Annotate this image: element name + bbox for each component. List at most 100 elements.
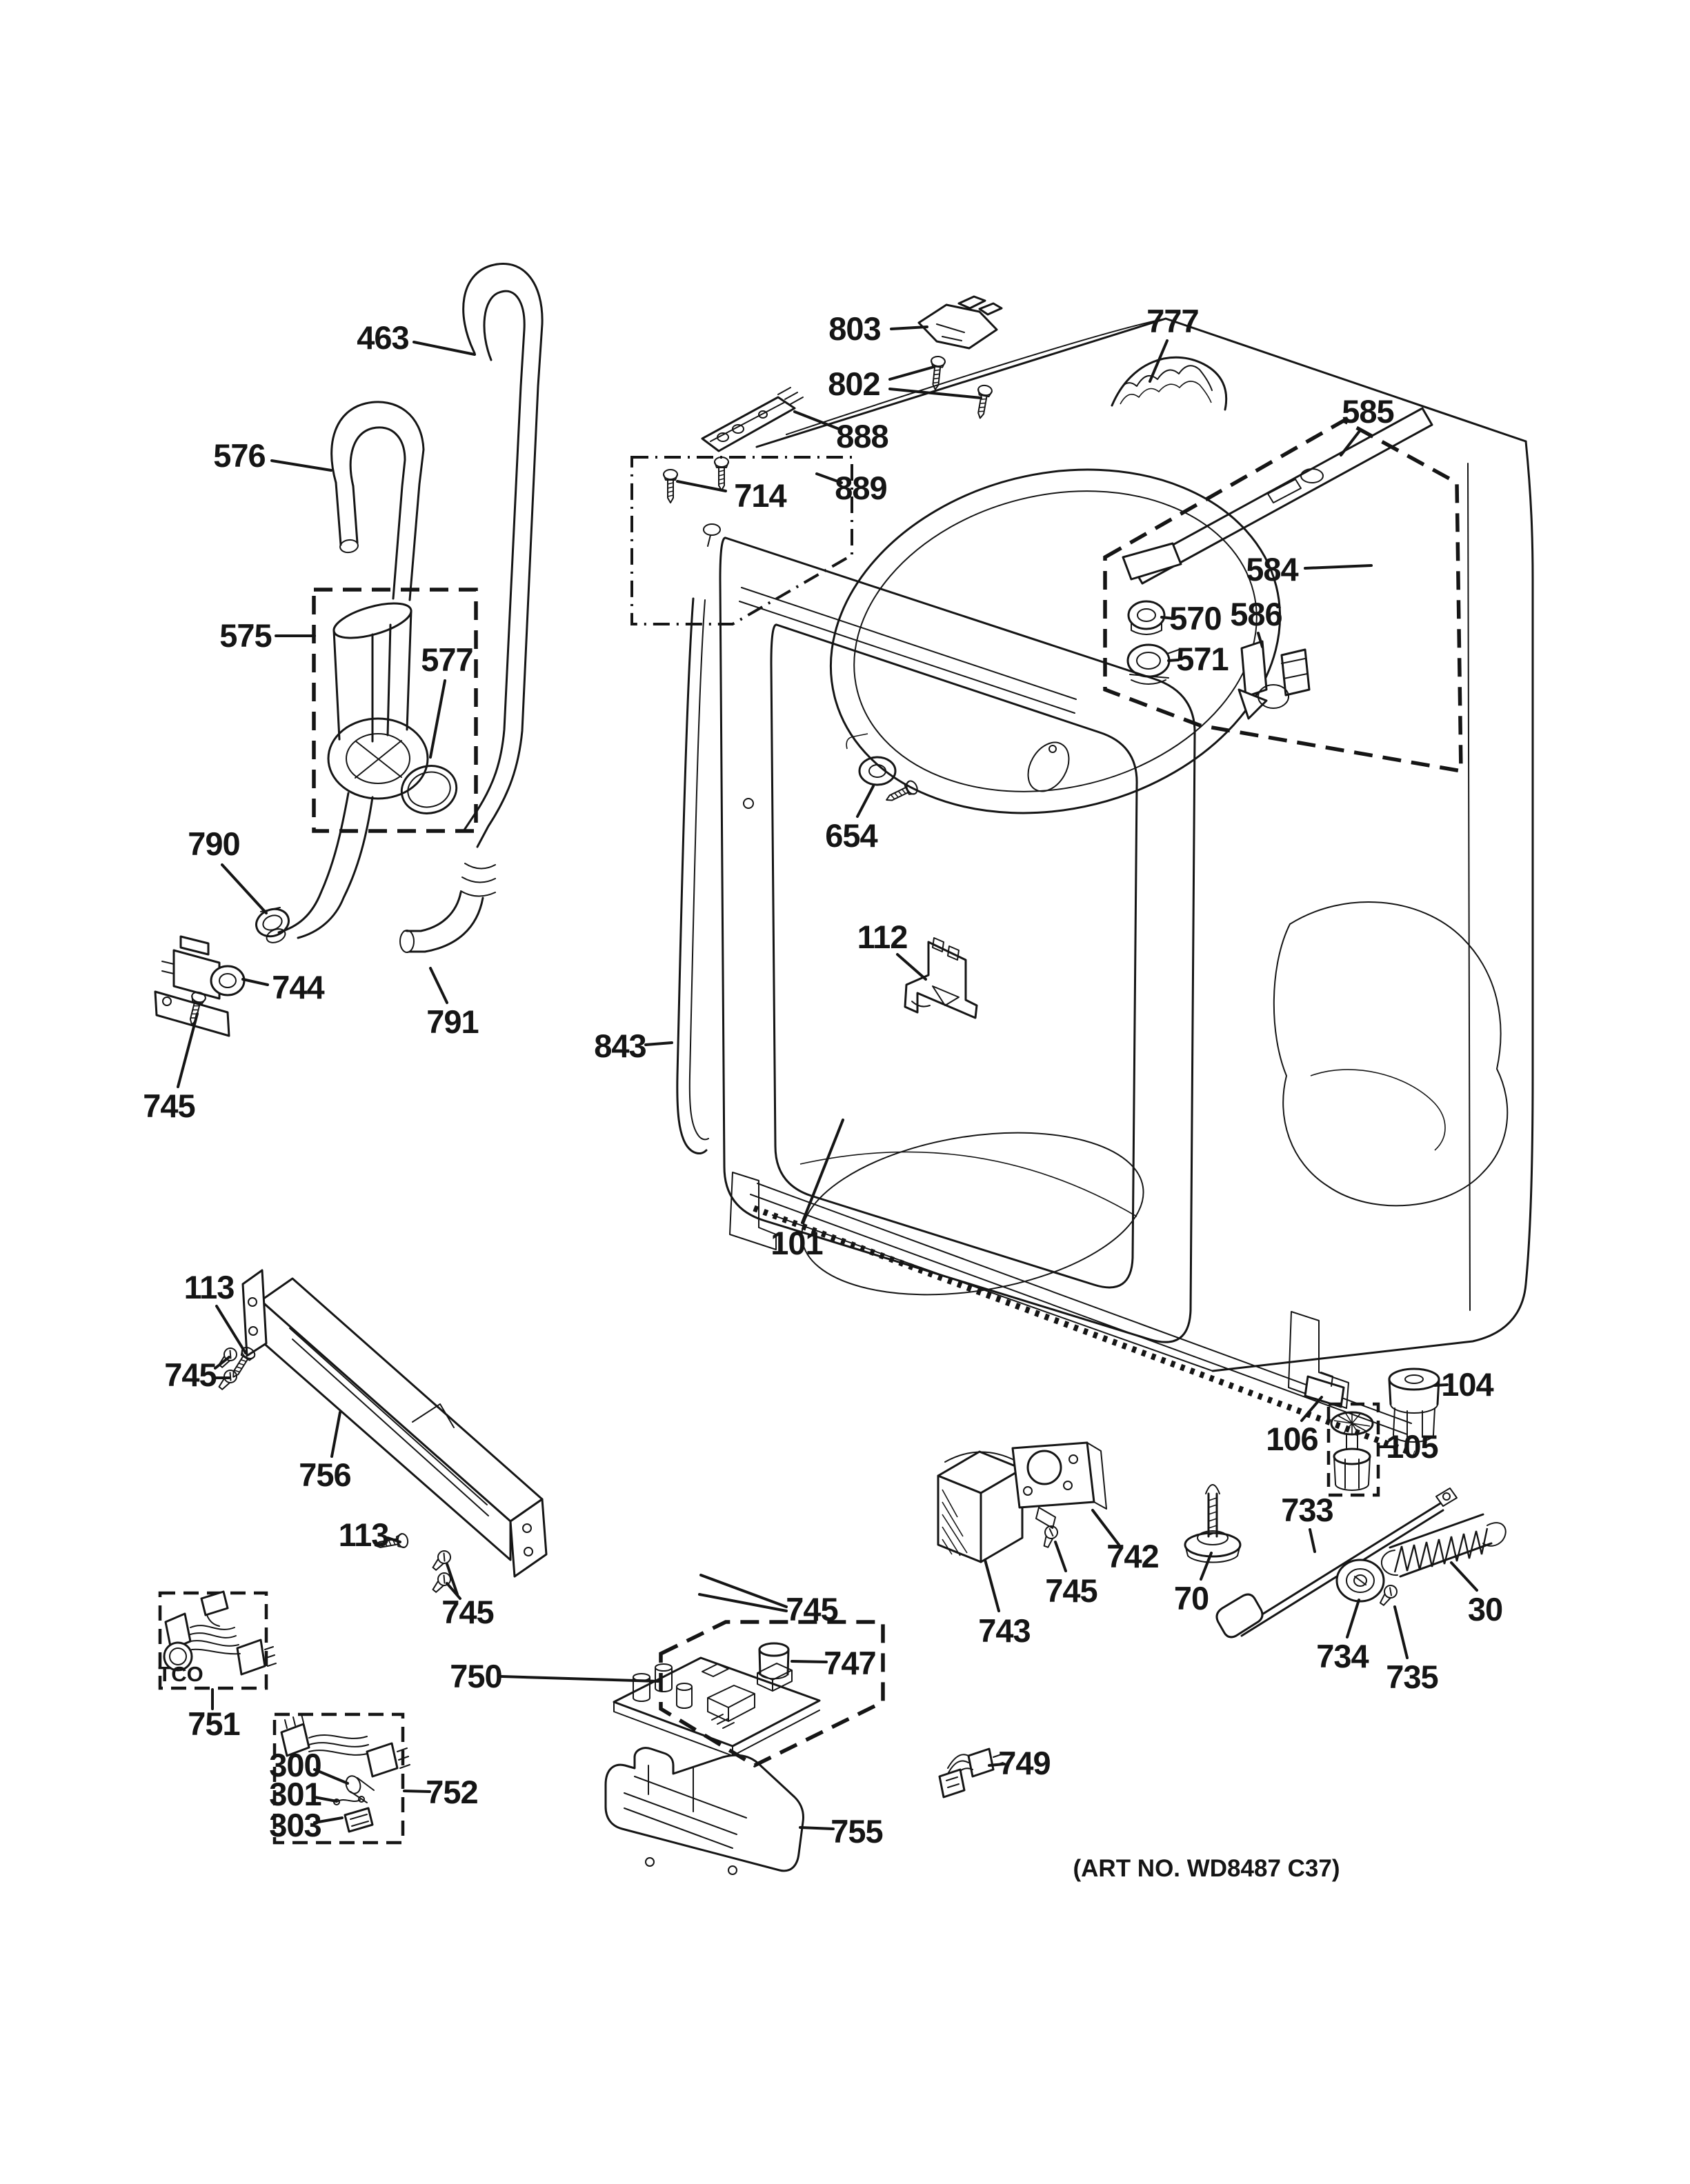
- cap-570: [1127, 600, 1166, 635]
- bracket-112: [904, 937, 978, 1019]
- callout-802: 802: [828, 365, 879, 402]
- callout-745: 745: [143, 1088, 195, 1124]
- door-gasket-843: [676, 597, 709, 1155]
- o-ring-577: [400, 765, 458, 814]
- callout-577: 577: [421, 641, 473, 678]
- drain-hose-463: [460, 263, 544, 897]
- art-number: (ART NO. WD8487 C37): [1073, 1855, 1340, 1882]
- hose-clamp-790: [255, 907, 290, 938]
- leader-112: [896, 953, 927, 981]
- leader-777: [1149, 339, 1169, 383]
- leader-113: [215, 1305, 247, 1354]
- leader-734: [1346, 1599, 1360, 1639]
- check-valve-586: [1237, 640, 1311, 720]
- callout-791: 791: [426, 1003, 478, 1040]
- leader-30: [1450, 1561, 1478, 1592]
- tco-label: TCO: [158, 1662, 203, 1686]
- callout-734: 734: [1316, 1638, 1369, 1674]
- sensor-888: [701, 387, 804, 452]
- leader-300: [313, 1768, 349, 1785]
- callout-752: 752: [426, 1774, 477, 1810]
- callout-755: 755: [831, 1813, 882, 1850]
- leader-750: [500, 1675, 659, 1683]
- leader-745: [446, 1563, 459, 1596]
- leader-714: [676, 480, 727, 492]
- leader-585: [1340, 430, 1361, 457]
- leader-791: [429, 967, 448, 1004]
- spring-30: [1380, 1513, 1507, 1578]
- wire-301: [333, 1796, 365, 1805]
- leader-301: [313, 1796, 338, 1803]
- callout-463: 463: [357, 319, 408, 356]
- leader-571: [1167, 659, 1180, 662]
- leader-106: [1300, 1396, 1323, 1422]
- check-valve-box-585: [1103, 418, 1463, 774]
- callout-70: 70: [1174, 1580, 1209, 1616]
- screw-714-b: [714, 457, 729, 491]
- control-board-750: [613, 1620, 885, 1768]
- leader-743: [984, 1559, 1000, 1612]
- callout-104: 104: [1441, 1366, 1493, 1403]
- vent-hose-576: [330, 401, 425, 601]
- leader-745: [214, 1356, 230, 1370]
- callout-747: 747: [824, 1645, 875, 1681]
- leader-745: [177, 1012, 199, 1088]
- leader-70: [1200, 1552, 1213, 1581]
- callout-888: 888: [836, 418, 888, 454]
- leader-586: [1257, 632, 1264, 648]
- leader-790: [221, 863, 268, 914]
- callout-101: 101: [771, 1225, 822, 1261]
- leader-654: [856, 785, 875, 818]
- door-latch-803: [917, 295, 1003, 350]
- callout-105: 105: [1386, 1428, 1438, 1465]
- callout-300: 300: [269, 1747, 321, 1783]
- access-panel-756: [241, 1269, 548, 1578]
- callout-733: 733: [1281, 1492, 1333, 1528]
- terminal-303: [344, 1807, 374, 1833]
- callout-749: 749: [998, 1745, 1050, 1781]
- callout-113: 113: [184, 1269, 235, 1305]
- pulley-734: [1335, 1559, 1385, 1603]
- leader-802: [888, 388, 982, 399]
- leader-113: [386, 1536, 401, 1543]
- leader-888: [793, 410, 840, 430]
- callout-751: 751: [188, 1705, 239, 1742]
- leader-803: [890, 325, 928, 330]
- leader-584: [1304, 564, 1373, 570]
- vent-rail-584: [1122, 407, 1433, 585]
- fill-funnel-box-575: [266, 588, 478, 943]
- grommet-kit-105: [1326, 1402, 1380, 1497]
- screw-745-b2: [215, 1367, 240, 1393]
- tub-body: [729, 317, 1534, 1457]
- harness-749: [938, 1747, 1004, 1799]
- leader-843: [644, 1041, 673, 1046]
- callout-575: 575: [219, 617, 271, 654]
- callout-301: 301: [269, 1776, 321, 1812]
- callout-745: 745: [786, 1591, 837, 1627]
- leader-745: [1054, 1541, 1067, 1572]
- vent-gasket-777: [1111, 356, 1228, 411]
- leader-747: [791, 1660, 828, 1663]
- callout-576: 576: [213, 437, 265, 474]
- leader-303: [313, 1816, 344, 1824]
- bracket-742: [1011, 1441, 1107, 1529]
- callout-777: 777: [1146, 303, 1198, 339]
- callout-803: 803: [828, 310, 880, 347]
- elbow-hose-791: [399, 891, 484, 953]
- callout-745: 745: [441, 1594, 493, 1630]
- leader-577: [429, 679, 446, 759]
- screw-654: [882, 778, 920, 807]
- callout-745: 745: [164, 1356, 216, 1393]
- leader-745: [446, 1582, 461, 1600]
- leader-749: [988, 1763, 1006, 1767]
- leader-735: [1393, 1605, 1409, 1659]
- callout-745: 745: [1045, 1572, 1097, 1609]
- callout-889: 889: [835, 470, 886, 506]
- callout-106: 106: [1266, 1421, 1318, 1457]
- grommet-654: [846, 733, 897, 786]
- leader-802: [888, 365, 935, 381]
- callout-756: 756: [299, 1456, 350, 1493]
- leader-756: [330, 1411, 341, 1458]
- callout-30: 30: [1468, 1591, 1502, 1627]
